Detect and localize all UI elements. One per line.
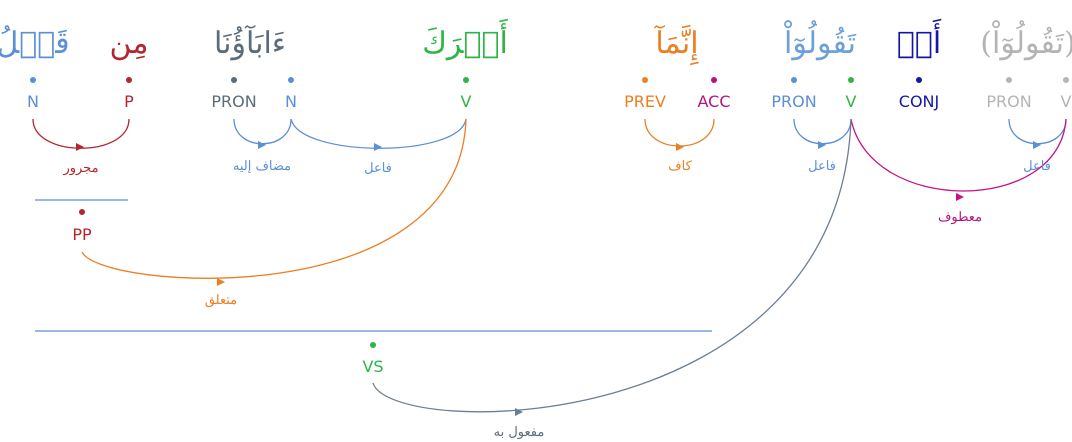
arrowheads [76, 141, 1041, 416]
relation-label: مجرور [62, 161, 98, 176]
relation-label: فاعل [808, 159, 836, 174]
pos-tags: N P PRON N V PREV ACC PRON V CONJ PRON V [27, 92, 1072, 111]
pos-tag: PRON [211, 92, 256, 111]
dot [711, 77, 717, 83]
relation-label: فاعل [1023, 159, 1051, 174]
arc-mafool-bih [372, 118, 852, 413]
word-abauna: ءَابَآؤُنَا [214, 24, 286, 61]
arc-mudaf-ilayh [233, 118, 292, 145]
relation-label: مفعول به [494, 425, 545, 440]
arrowhead [374, 143, 382, 151]
arrowhead [676, 143, 684, 151]
dot [79, 209, 85, 215]
pos-tag: V [1061, 92, 1072, 111]
arrowhead [217, 278, 225, 286]
phrase-tag-vs: VS [362, 357, 383, 376]
arc-fail-taqulu [793, 118, 852, 145]
relation-label: متعلق [205, 293, 237, 308]
relation-label: فاعل [364, 161, 392, 176]
pos-tag: PREV [624, 92, 666, 111]
arrowhead [1033, 141, 1041, 149]
arrowhead [258, 141, 266, 149]
dependency-arcs [32, 118, 1067, 413]
pos-tag: CONJ [899, 92, 939, 111]
pos-tag: V [846, 92, 857, 111]
word-qabl: قَبۡلُ [0, 25, 70, 61]
word-taqulu: تَقُولُوٓاْ [784, 19, 857, 61]
arrowhead [818, 141, 826, 149]
word-aw: أَوۡ [897, 18, 942, 61]
arrowhead [956, 193, 964, 201]
word-min: مِن [110, 26, 149, 61]
pos-tag: PRON [771, 92, 816, 111]
dot [916, 77, 922, 83]
relation-label: معطوف [938, 210, 982, 225]
arc-mutaalliq [81, 118, 467, 279]
arrowhead [515, 408, 523, 416]
phrase-tag-pp: PP [72, 225, 92, 244]
pos-tag: V [461, 92, 472, 111]
dot [1006, 77, 1012, 83]
word-ashraka: أَشۡرَكَ [422, 18, 508, 61]
pos-tag: ACC [697, 92, 730, 111]
dot [463, 77, 469, 83]
pos-tag: PRON [986, 92, 1031, 111]
dot [288, 77, 294, 83]
word-innama: إِنَّمَآ [653, 24, 699, 66]
dot [642, 77, 648, 83]
relation-label: مضاف إليه [233, 159, 291, 174]
pos-tag: N [27, 92, 39, 111]
dot [126, 77, 132, 83]
arc-kaf [644, 118, 715, 147]
token-dots [30, 77, 1069, 83]
arrowhead [76, 143, 84, 151]
dot [1063, 77, 1069, 83]
dot [231, 77, 237, 83]
relation-labels: مجرور مضاف إليه فاعل كاف فاعل فاعل معطوف… [62, 159, 1050, 440]
dot [848, 77, 854, 83]
phrase-nodes: PP VS [35, 199, 712, 376]
word-taqulu-hidden: (تَقُولُوٓاْ) [980, 19, 1072, 61]
pos-tag: N [285, 92, 297, 111]
pos-tag: P [124, 92, 134, 111]
dot [370, 342, 376, 348]
relation-label: كاف [668, 159, 692, 174]
arc-matuf [850, 118, 1067, 192]
arc-fail-ashraka [290, 118, 467, 149]
dot [791, 77, 797, 83]
arc-fail-hidden [1008, 118, 1067, 145]
dot [30, 77, 36, 83]
words: قَبۡلُ مِن ءَابَآؤُنَا أَشۡرَكَ إِنَّمَآ… [0, 18, 1072, 66]
arc-majrur [32, 118, 130, 149]
